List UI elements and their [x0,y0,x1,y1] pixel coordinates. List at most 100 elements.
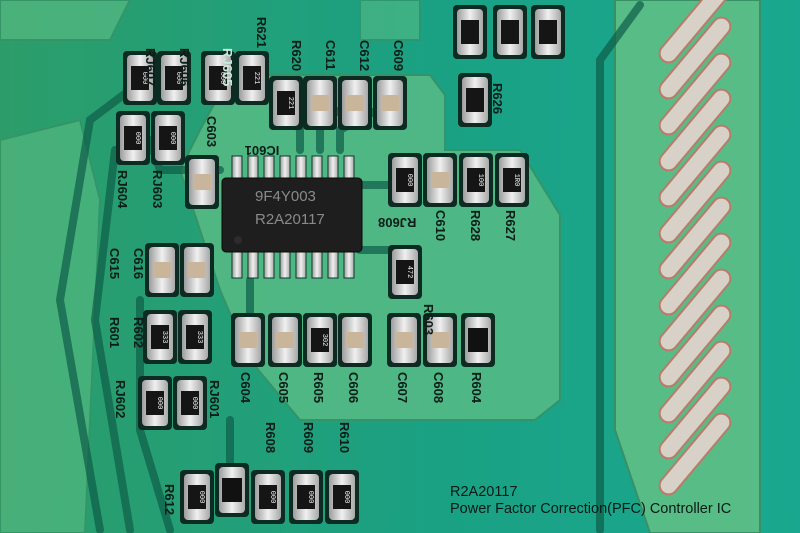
label-rj602: RJ602 [113,380,128,418]
component-marking: 000 [155,397,163,410]
ic-pin [327,155,339,181]
label-c603: C603 [204,116,219,147]
component-marking: 000 [174,72,182,85]
resistor: 333 [178,310,212,364]
component-marking: 1R0 [512,174,520,187]
label-r626: R626 [490,83,505,114]
ic-pin [247,249,259,279]
ic-pin [327,249,339,279]
resistor: 000 [123,51,157,105]
component-marking: 000 [133,132,141,145]
resistor: 000 [388,153,422,207]
label-r627: R627 [503,210,518,241]
ic-pin [279,155,291,181]
comb-pad [658,52,732,136]
comb-pad [658,0,732,64]
component-marking: 000 [306,491,314,504]
resistor: 000 [151,111,185,165]
ic-pin [231,155,243,181]
resistor [453,5,487,59]
label-rj608: RJ608 [378,215,416,230]
component-marking: 302 [320,334,328,347]
capacitor [338,313,372,367]
label-r601: R601 [107,317,122,348]
comb-pad [658,304,732,388]
label-r621: R621 [254,17,269,48]
comb-pad [658,160,732,244]
resistor: 472 [388,245,422,299]
ic-pin [247,155,259,181]
pin1-dot [234,236,242,244]
capacitor [338,76,372,130]
resistor [531,5,565,59]
diode [461,313,495,367]
component-marking: 000 [218,72,226,85]
label-rj603: RJ603 [150,170,165,208]
resistor: 000 [173,376,207,430]
label-r604: R604 [469,372,484,404]
comb-electrode-pads [658,0,732,496]
label-c606: C606 [346,372,361,403]
resistor: 000 [251,470,285,524]
label-r603: R603 [421,304,436,335]
resistor: 000 [138,376,172,430]
label-c615: C615 [107,248,122,279]
label-rj605: RJ605 [220,48,235,86]
ic-pin [263,249,275,279]
capacitor [185,155,219,209]
capacitor [423,153,457,207]
label-rj601: RJ601 [207,380,222,418]
label-rj604: RJ604 [115,170,130,209]
comb-pad [658,232,732,316]
resistor: 302 [303,313,337,367]
component-marking: 472 [405,266,413,279]
resistor: 000 [289,470,323,524]
capacitor [303,76,337,130]
label-rj606: RJ606 [177,48,192,86]
label-r628: R628 [468,210,483,241]
resistor [493,5,527,59]
ic-pin [263,155,275,181]
ic-pin [343,155,355,181]
component-marking: 000 [190,397,198,410]
ic-pin [311,155,323,181]
label-c611: C611 [323,40,338,70]
label-c616: C616 [131,248,146,279]
capacitor [231,313,265,367]
resistor: 1R0 [495,153,529,207]
capacitor [268,313,302,367]
label-c608: C608 [431,372,446,403]
caption-part-number: R2A20117 [450,484,518,500]
label-r610: R610 [337,422,352,453]
label-c612: C612 [357,40,372,71]
capacitor [423,313,457,367]
component-marking: 100 [476,174,484,187]
label-c605: C605 [276,372,291,403]
chip-marking-2: R2A20117 [255,211,325,228]
component-marking: 000 [405,174,413,187]
ic-pin [295,155,307,181]
ic-pin [343,249,355,279]
comb-pad [658,124,732,208]
ic-pin [311,249,323,279]
label-rj607: RJ607 [143,48,158,86]
comb-pad [658,196,732,280]
component-marking: 333 [160,331,168,344]
label-c607: C607 [395,372,410,403]
resistor: 000 [157,51,191,105]
capacitor [180,243,214,297]
resistor: 221 [269,76,303,130]
diode [215,463,249,517]
ic-body [221,177,363,253]
resistor: 333 [143,310,177,364]
label-r602: R602 [131,317,146,348]
ic-pin [295,249,307,279]
ic-pins-top [231,155,355,181]
component-marking: 000 [342,491,350,504]
resistor [458,73,492,127]
comb-pad [658,412,732,496]
component-marking: 333 [195,331,203,344]
capacitor [145,243,179,297]
comb-pad [658,340,732,424]
